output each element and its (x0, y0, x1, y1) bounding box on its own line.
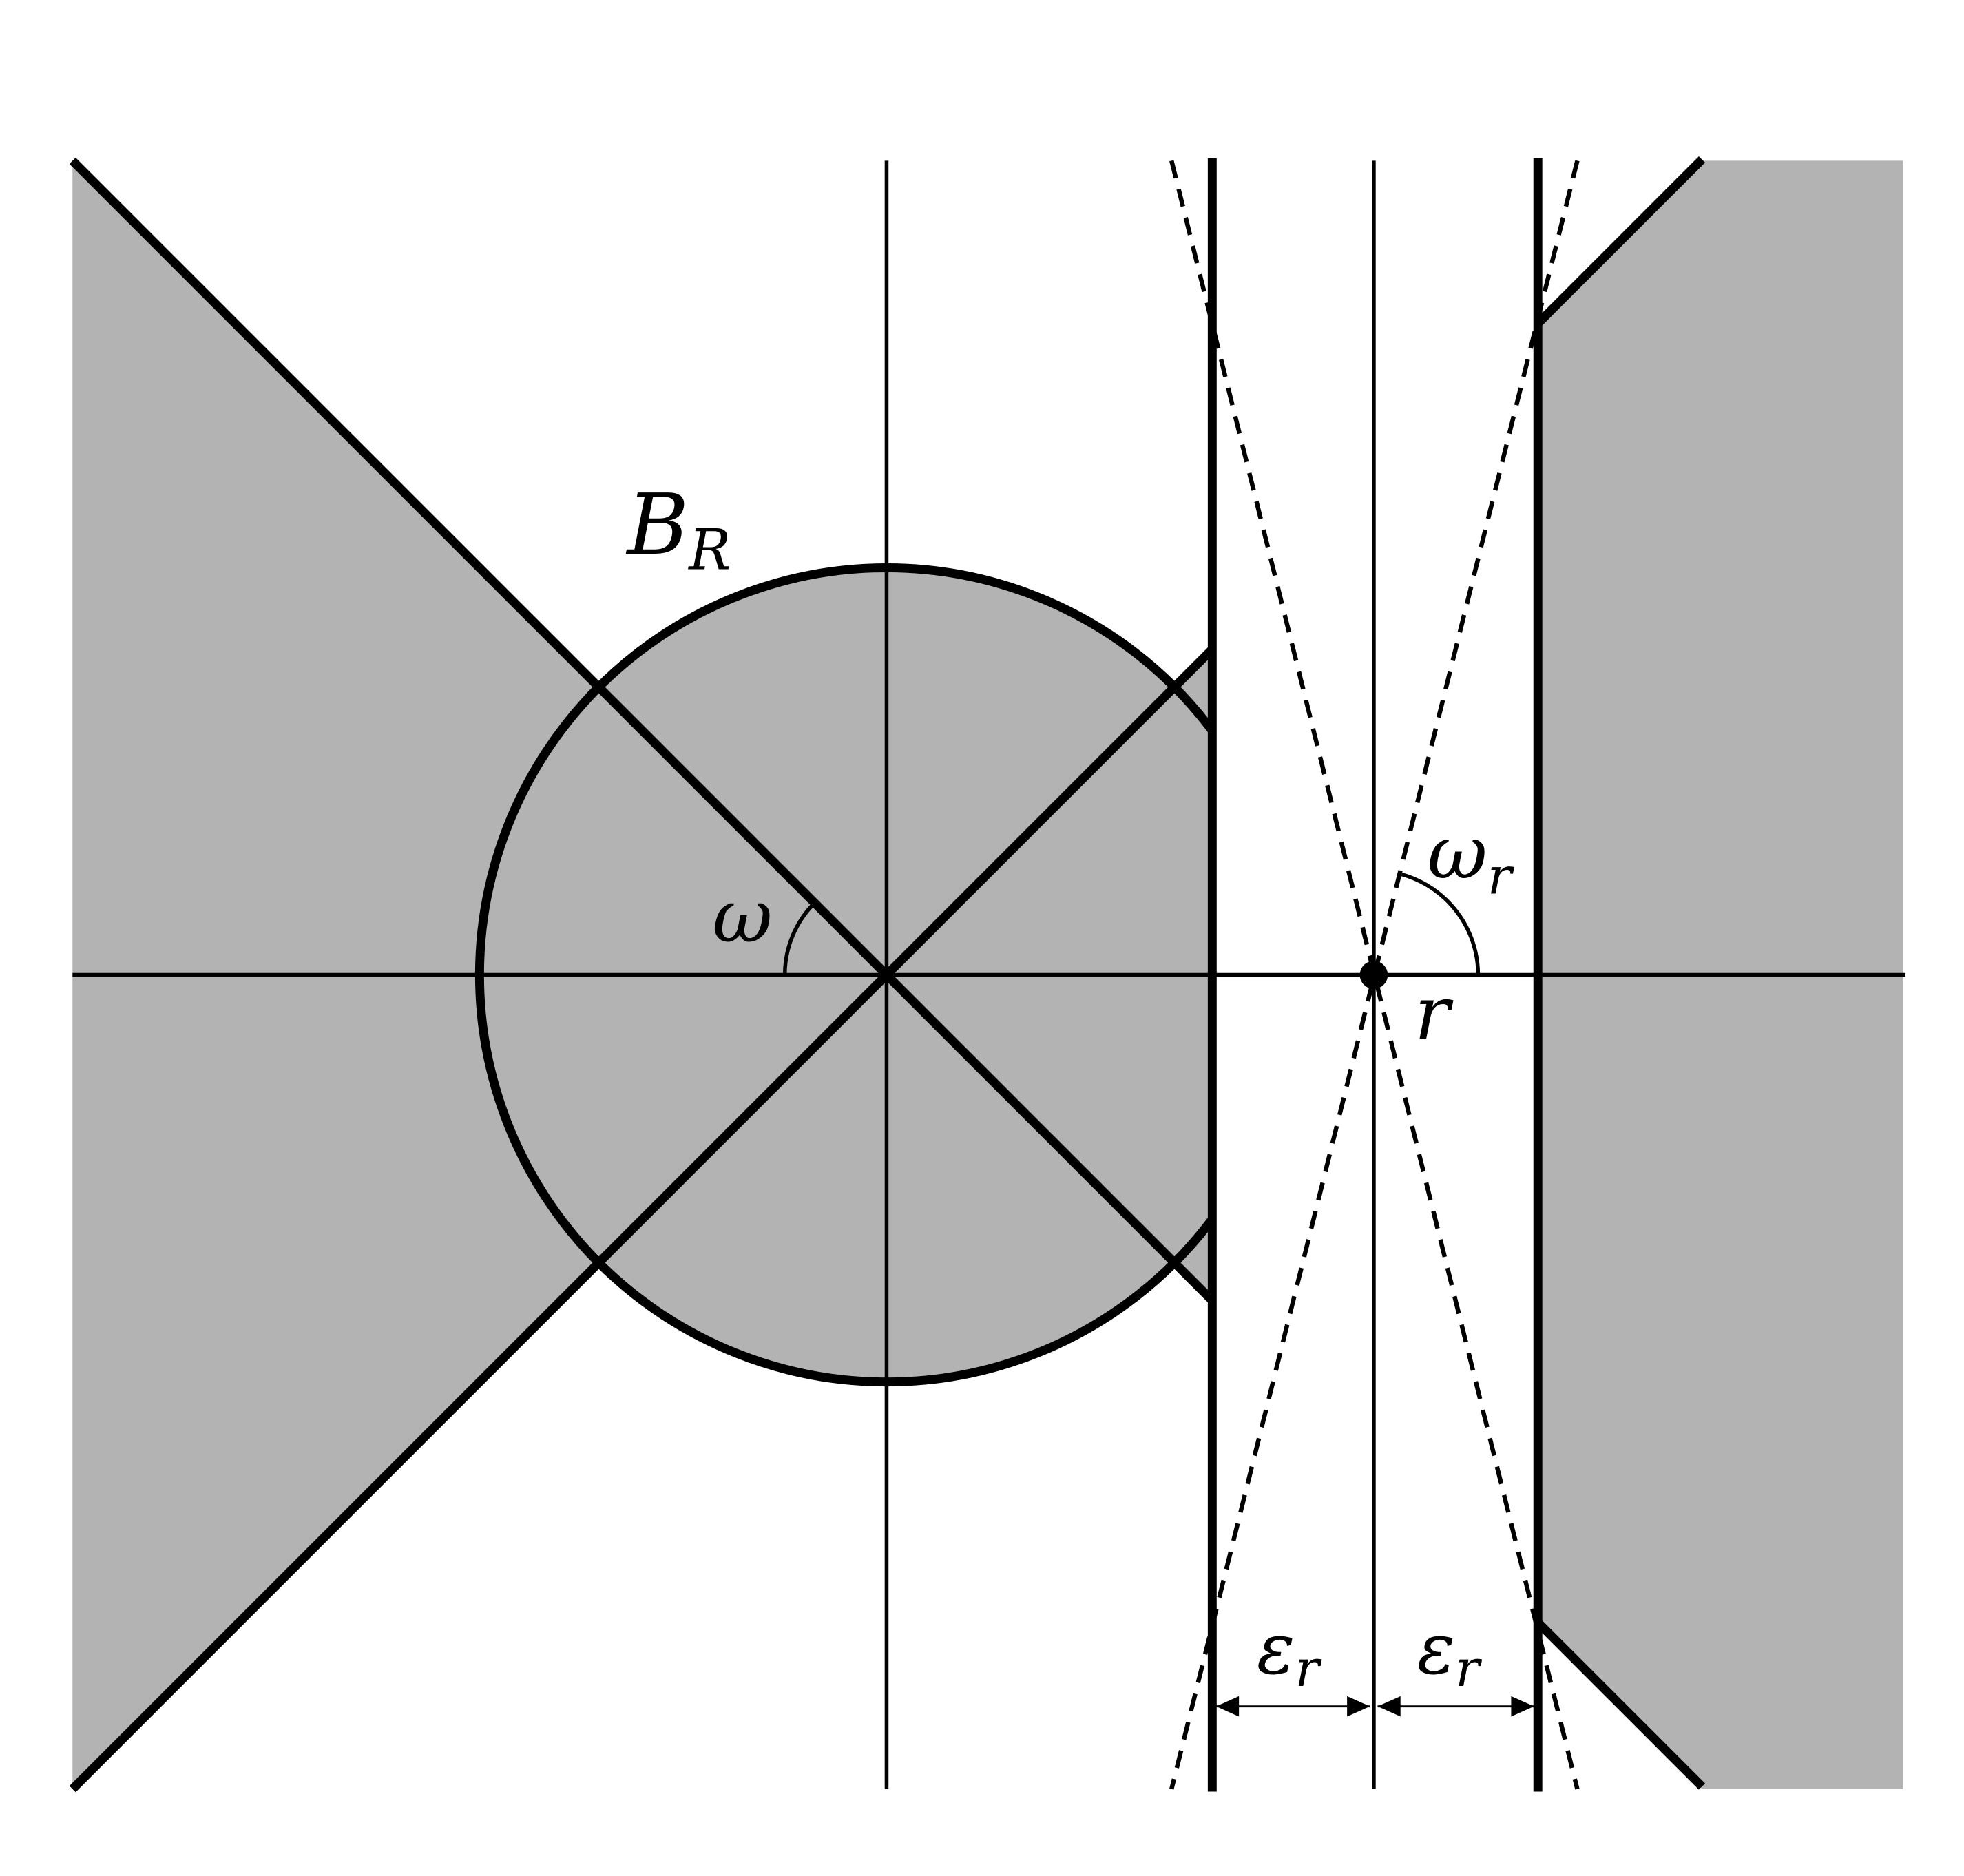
eps-right-arrowhead-b (1511, 1696, 1534, 1717)
cone-dashed-line-2 (1169, 160, 1580, 1790)
angle-omega-r-label: ωr (1428, 811, 1514, 906)
angle-omega-arc (782, 901, 816, 975)
right-upper-ray (1534, 156, 1706, 327)
left-sector-lower-ray (69, 646, 1215, 1793)
eps-right-label: εr (1417, 1608, 1483, 1698)
angle-omega-r-arc (1401, 872, 1481, 975)
cone-dashed-line-1 (1169, 160, 1580, 1790)
point-r-label: r (1414, 971, 1454, 1056)
point-r (1359, 961, 1388, 989)
left-sector-upper-ray (69, 157, 1215, 1304)
eps-left-label: εr (1257, 1608, 1322, 1698)
eps-left-arrowhead-b (1347, 1696, 1370, 1717)
epsilon-dimensions (1215, 1696, 1534, 1717)
ball-boundary (475, 563, 1213, 1386)
boundaries (69, 156, 1706, 1793)
eps-right-arrowhead-a (1377, 1696, 1401, 1717)
ball-label: BR (626, 476, 731, 583)
right-lower-ray (1534, 1619, 1706, 1790)
angle-omega-label: ω (712, 875, 772, 960)
cone-lines (1169, 160, 1580, 1790)
eps-left-arrowhead-a (1215, 1696, 1240, 1717)
angle-arcs (782, 872, 1481, 975)
